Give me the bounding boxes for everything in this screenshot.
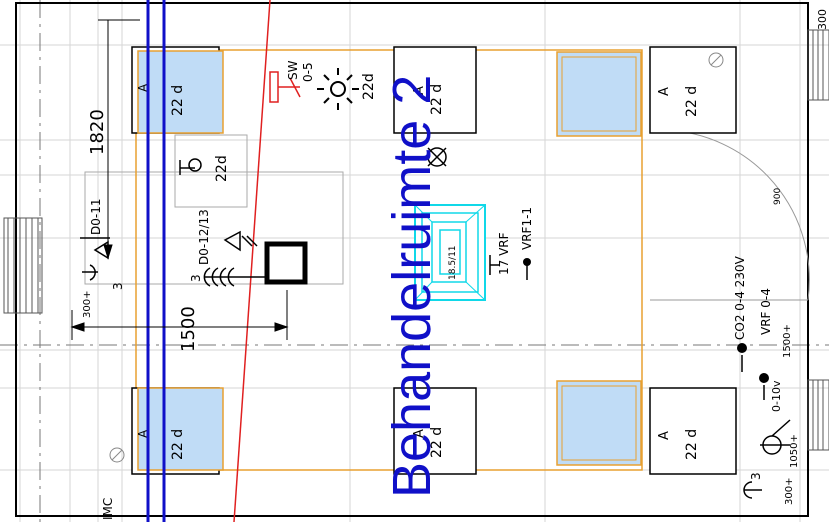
ac-unit-label: 18.5/11 xyxy=(448,245,458,280)
wall-hatch-left xyxy=(3,217,43,314)
fixture-rating: 22 d xyxy=(429,427,445,458)
vrf-range: VRF 0-4 xyxy=(759,288,773,335)
fixture-rating: 22 d xyxy=(684,86,700,117)
svg-text:D0-11: D0-11 xyxy=(89,199,103,235)
sensor-vrf: VRF 0-4 1500+ xyxy=(759,288,793,400)
room-outline xyxy=(135,49,643,471)
svg-text:D0-12/13: D0-12/13 xyxy=(197,209,211,265)
vrf-controller: 17 VRF VRF1-1 xyxy=(489,207,534,280)
sensor-co2: CO2 0-4 230V xyxy=(733,255,747,372)
dimension-value: 1820 xyxy=(87,109,108,155)
edge-label-imc: IMC xyxy=(101,498,115,520)
outlet-bottom-right: 3 300+ xyxy=(743,472,795,505)
vrf-count: 17 VRF xyxy=(497,232,511,275)
dimension-horizontal: 1500 xyxy=(70,290,289,352)
switch-symbol: SW 0-5 xyxy=(269,60,315,103)
emergency-light-symbol: 22d xyxy=(179,155,230,182)
fixture-type: A xyxy=(412,86,427,95)
red-section-line xyxy=(233,0,271,522)
co2-label: CO2 0-4 230V xyxy=(733,255,747,340)
height-300-right: 300+ xyxy=(784,478,795,505)
fixture-type: A xyxy=(657,87,672,96)
height-300-left: 300+ xyxy=(82,291,93,318)
light-fixture-bottom-mid: A 22 d xyxy=(393,387,477,475)
light-fixture-top-left: A 22 d xyxy=(131,46,224,134)
light-fixture-top-right: A 22 d xyxy=(649,46,737,134)
fixture-rating: 22 d xyxy=(170,85,186,116)
data-outlet-d0-11: D0-11 3 xyxy=(80,199,125,290)
svg-text:3: 3 xyxy=(111,282,125,290)
switch-range: 0-5 xyxy=(301,62,315,82)
dimension-value: 1500 xyxy=(178,306,199,352)
sensor-sun-symbol xyxy=(317,68,359,110)
voltage-label: 0-10v xyxy=(770,380,783,412)
floor-box xyxy=(264,241,308,285)
vrf-unit: VRF1-1 xyxy=(520,207,534,250)
fixture-type: A xyxy=(657,431,672,440)
door-swing-arc xyxy=(664,129,810,301)
data-outlet-d0-12: D0-12/13 3 xyxy=(189,209,268,287)
light-fixture-bottom-left: A 22 d xyxy=(109,387,224,475)
grey-outline-box-2 xyxy=(174,134,248,208)
fan-symbol xyxy=(427,147,447,167)
dimension-vertical: 1820 xyxy=(87,19,140,260)
room-title: Behandelruimte 2 xyxy=(382,75,442,498)
sensor-0-10v: 0-10v 1050+ xyxy=(760,380,800,468)
light-fixture-bottom-right-blue xyxy=(556,380,642,466)
light-fixture-top-right-blue xyxy=(556,51,642,137)
emergency-rating: 22d xyxy=(214,155,230,182)
fixture-type: A xyxy=(136,429,150,438)
fixture-rating: 22 d xyxy=(429,84,445,115)
light-fixture-top-mid: A 22 d xyxy=(393,46,477,134)
ac-indoor-unit: 18.5/11 xyxy=(414,204,486,301)
ceiling-height-label: 900 xyxy=(773,188,783,205)
fixture-type: A xyxy=(412,429,427,438)
svg-text:3: 3 xyxy=(189,274,203,282)
fixture-rating: 22 d xyxy=(684,429,700,460)
edge-label-300: 300 xyxy=(816,9,829,30)
wall-hatch-right xyxy=(807,29,829,451)
fixture-type: A xyxy=(136,83,150,92)
sensor-rating: 22d xyxy=(361,73,377,100)
outlet-count: 3 xyxy=(749,472,763,480)
light-fixture-bottom-right: A 22 d xyxy=(649,387,737,475)
switch-code: SW xyxy=(286,60,300,80)
height-1050: 1050+ xyxy=(789,434,800,468)
grey-outline-box xyxy=(84,171,344,285)
blue-wall-lines xyxy=(146,0,166,522)
height-1500: 1500+ xyxy=(782,324,793,358)
fixture-rating: 22 d xyxy=(170,429,186,460)
